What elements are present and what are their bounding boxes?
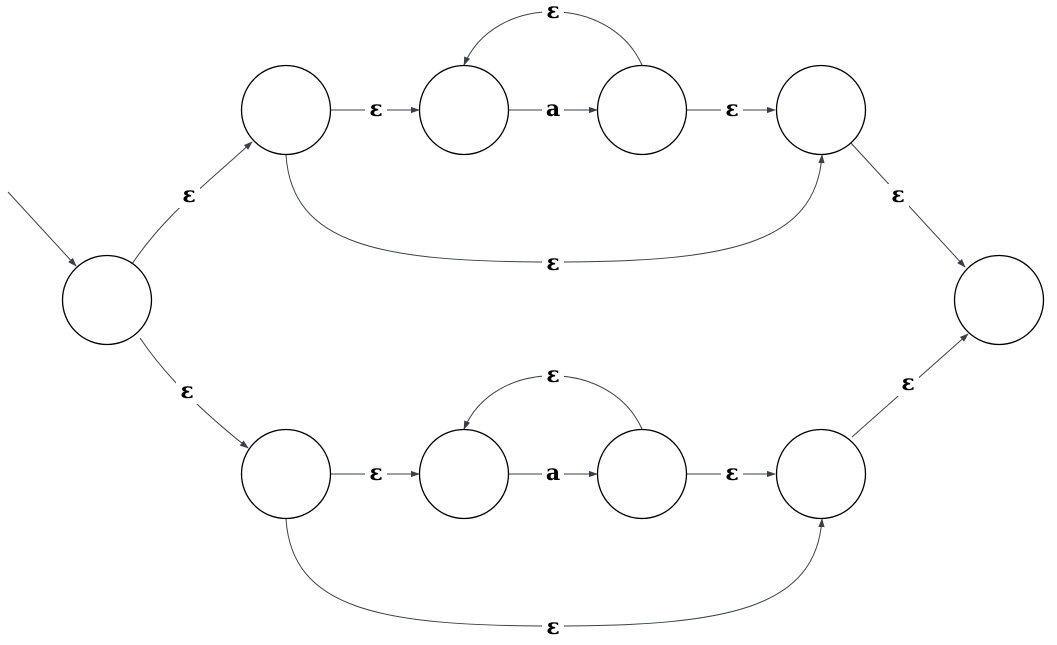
- edge-labels: ε a ε ε ε ε ε ε ε ε a ε ε ε: [176, 0, 919, 640]
- label-lower-1-2: ε: [369, 460, 382, 486]
- label-upper-3-4: ε: [725, 96, 738, 122]
- state-upper-1: [240, 64, 332, 156]
- label-upper-1-2: ε: [369, 96, 382, 122]
- state-final: [953, 254, 1045, 346]
- label-lower-to-final: ε: [901, 370, 914, 396]
- state-lower-2: [418, 428, 510, 520]
- state-lower-1: [240, 428, 332, 520]
- label-start-to-upper: ε: [182, 182, 195, 208]
- label-lower-3-4: ε: [725, 460, 738, 486]
- label-upper-skip: ε: [546, 250, 559, 276]
- state-lower-4: [775, 428, 867, 520]
- label-start-to-lower: ε: [180, 378, 193, 404]
- state-upper-4: [775, 64, 867, 156]
- state-upper-2: [418, 64, 510, 156]
- state-upper-3: [596, 64, 688, 156]
- label-upper-2-3: a: [546, 96, 560, 122]
- label-lower-2-3: a: [546, 460, 560, 486]
- edge-lower-skip: [285, 518, 825, 627]
- initial-arrow: [7, 191, 77, 267]
- edge-upper-skip: [285, 154, 825, 263]
- label-upper-to-final: ε: [891, 182, 904, 208]
- label-upper-loop: ε: [546, 0, 559, 24]
- label-lower-skip: ε: [546, 614, 559, 640]
- state-lower-3: [596, 428, 688, 520]
- label-lower-loop: ε: [546, 362, 559, 388]
- state-start: [61, 254, 153, 346]
